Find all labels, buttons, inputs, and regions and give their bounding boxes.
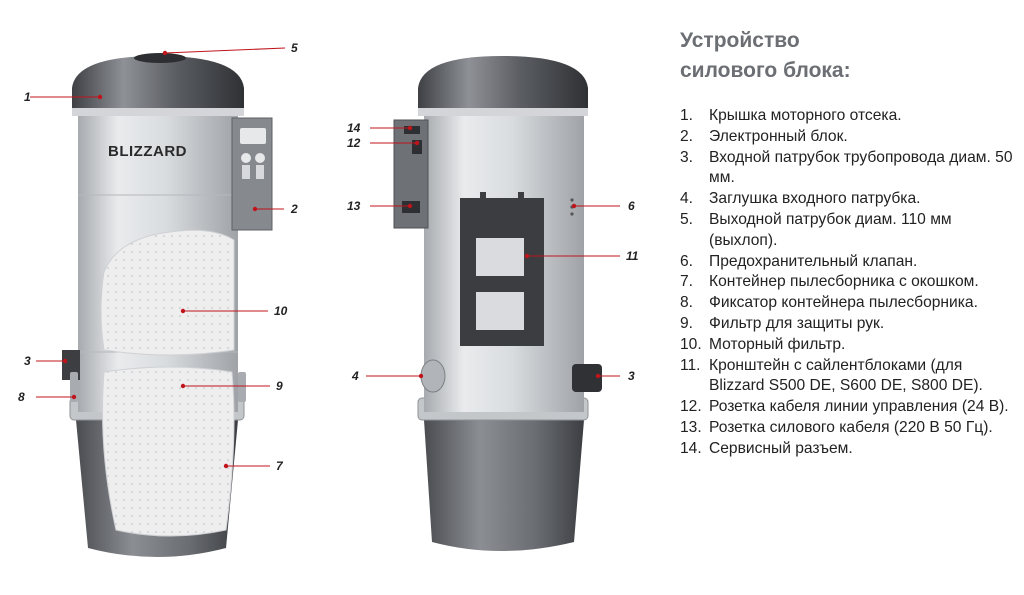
legend-item-text: Розетка силового кабеля (220 В 50 Гц). — [709, 418, 993, 436]
callout-8: 8 — [18, 390, 25, 404]
callout-9: 9 — [276, 379, 283, 393]
callout-11: 11 — [626, 249, 639, 263]
legend-item: 12. Розетка кабеля линии управления (24 В… — [680, 397, 1015, 418]
motor-cap-right — [418, 56, 588, 112]
callouts-left: 1 5 2 10 3 9 8 7 — [18, 41, 298, 473]
legend-item-number: 3. — [680, 148, 694, 166]
callout-3-right: 3 — [628, 369, 635, 383]
motor-cap-left — [72, 56, 244, 112]
callout-13: 13 — [347, 199, 361, 213]
legend-item: 4. Заглушка входного патрубка. — [680, 189, 1015, 210]
inlet-pipe-right — [572, 364, 602, 392]
legend-item: 5. Выходной патрубок диам. 110 мм (выхлоп… — [680, 210, 1015, 252]
legend-item: 2. Электронный блок. — [680, 127, 1015, 148]
legend-panel: Устройство силового блока: 1. Крышка мото… — [680, 26, 1015, 460]
legend-item: 11. Кронштейн с сайлентблоками (для Blizz… — [680, 356, 1015, 398]
legend-item: 9. Фильтр для защиты рук. — [680, 314, 1015, 335]
legend-item-number: 2. — [680, 127, 694, 145]
legend-item-number: 12. — [680, 398, 702, 416]
legend-title-line1: Устройство — [680, 29, 800, 52]
vacuum-unit-diagram: BLIZZARD — [18, 41, 639, 557]
legend-item: 7. Контейнер пылесборника с окошком. — [680, 272, 1015, 293]
callout-1: 1 — [24, 90, 31, 104]
legend-title: Устройство силового блока: — [680, 26, 1015, 86]
callout-6: 6 — [628, 199, 635, 213]
legend-item-number: 9. — [680, 314, 694, 332]
legend-item-text: Электронный блок. — [709, 127, 848, 145]
legend-list: 1. Крышка моторного отсека. 2. Электронный … — [680, 106, 1015, 460]
legend-title-line2: силового блока: — [680, 59, 851, 82]
legend-item-number: 5. — [680, 210, 694, 228]
legend-item-number: 10. — [680, 335, 702, 353]
legend-item-text: Выходной патрубок диам. 110 мм (выхлоп). — [709, 210, 952, 249]
legend-item-number: 7. — [680, 273, 694, 291]
inlet-plug-right — [420, 359, 446, 393]
legend-item: 3. Входной патрубок трубопровода диам. 50… — [680, 148, 1015, 190]
left-unit: BLIZZARD — [62, 53, 273, 557]
legend-item-number: 8. — [680, 294, 694, 312]
legend-item-number: 13. — [680, 418, 702, 436]
legend-item-text: Сервисный разъем. — [709, 439, 853, 457]
legend-item-number: 4. — [680, 190, 694, 208]
legend-item-text: Предохранительный клапан. — [709, 252, 918, 270]
legend-item-number: 14. — [680, 439, 702, 457]
callout-10: 10 — [274, 304, 288, 318]
legend-item: 8. Фиксатор контейнера пылесборника. — [680, 293, 1015, 314]
legend-item-text: Фильтр для защиты рук. — [709, 314, 885, 332]
dust-container-right — [424, 420, 584, 551]
legend-item-text: Заглушка входного патрубка. — [709, 190, 921, 208]
callout-4: 4 — [351, 369, 359, 383]
motor-filter-cutaway — [100, 229, 235, 356]
legend-item: 13. Розетка силового кабеля (220 В 50 Гц)… — [680, 418, 1015, 439]
right-unit — [393, 56, 602, 551]
callout-14: 14 — [347, 121, 361, 135]
legend-item-number: 6. — [680, 252, 694, 270]
callouts-right: 14 12 13 6 11 4 3 — [347, 121, 639, 383]
legend-item-text: Моторный фильтр. — [709, 335, 846, 353]
legend-item: 14. Сервисный разъем. — [680, 439, 1015, 460]
legend-item-text: Входной патрубок трубопровода диам. 50 м… — [709, 148, 1013, 187]
legend-item-text: Кронштейн с сайлентблоками (для Blizzard… — [709, 356, 983, 395]
callout-3-left: 3 — [24, 354, 31, 368]
legend-item-text: Розетка кабеля линии управления (24 В). — [709, 398, 1009, 416]
legend-item: 1. Крышка моторного отсека. — [680, 106, 1015, 127]
legend-item-text: Фиксатор контейнера пылесборника. — [709, 294, 978, 312]
legend-item: 6. Предохранительный клапан. — [680, 252, 1015, 273]
callout-12: 12 — [347, 136, 361, 150]
callout-2: 2 — [290, 202, 298, 216]
brand-logo: BLIZZARD — [108, 143, 187, 160]
callout-7: 7 — [276, 459, 284, 473]
legend-item-number: 1. — [680, 107, 694, 124]
legend-item-number: 11. — [680, 356, 701, 374]
hand-protection-filter-cutaway — [102, 366, 235, 537]
legend-item: 10. Моторный фильтр. — [680, 335, 1015, 356]
legend-item-text: Крышка моторного отсека. — [709, 107, 902, 124]
callout-5: 5 — [291, 41, 298, 55]
legend-item-text: Контейнер пылесборника с окошком. — [709, 273, 979, 291]
